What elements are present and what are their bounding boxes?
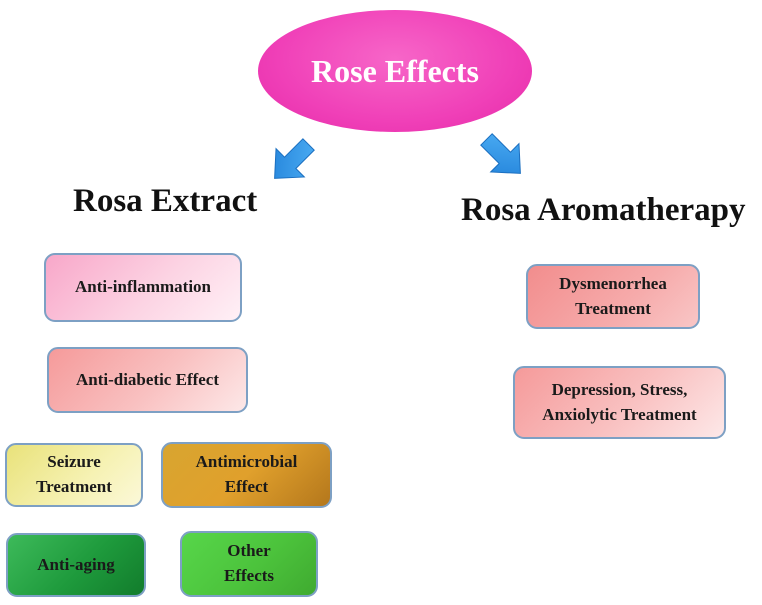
effect-label: Anti-diabetic Effect	[75, 369, 220, 389]
arrow-right-icon	[480, 133, 521, 174]
arrow-left-icon	[274, 138, 315, 179]
root-label: Rose Effects	[311, 52, 479, 89]
effect-box-anti-aging: Anti-aging	[6, 533, 146, 597]
effect-label: Anti-inflammation	[75, 277, 211, 297]
root-node: Rose Effects	[258, 10, 532, 132]
branch-title-rosa-aromatherapy: Rosa Aromatherapy	[461, 192, 746, 228]
effect-box-antimicrobial: Antimicrobial Effect	[161, 442, 332, 508]
effect-box-seizure-treatment: Seizure Treatment	[5, 443, 143, 507]
branch-title-rosa-extract: Rosa Extract	[73, 183, 258, 219]
effect-label: Other Effects	[223, 541, 275, 585]
effect-box-dysmenorrhea: Dysmenorrhea Treatment	[526, 264, 700, 329]
effect-label: Seizure Treatment	[36, 452, 112, 496]
effect-label: Antimicrobial Effect	[195, 452, 298, 496]
effect-box-depression-stress: Depression, Stress, Anxiolytic Treatment	[513, 366, 726, 439]
effect-box-other-effects: Other Effects	[180, 531, 318, 597]
effect-box-anti-inflammation: Anti-inflammation	[44, 253, 242, 322]
effect-label: Anti-aging	[37, 554, 115, 574]
effect-label: Depression, Stress, Anxiolytic Treatment	[542, 379, 697, 424]
effect-label: Dysmenorrhea Treatment	[559, 273, 667, 318]
effect-box-anti-diabetic: Anti-diabetic Effect	[47, 347, 248, 413]
